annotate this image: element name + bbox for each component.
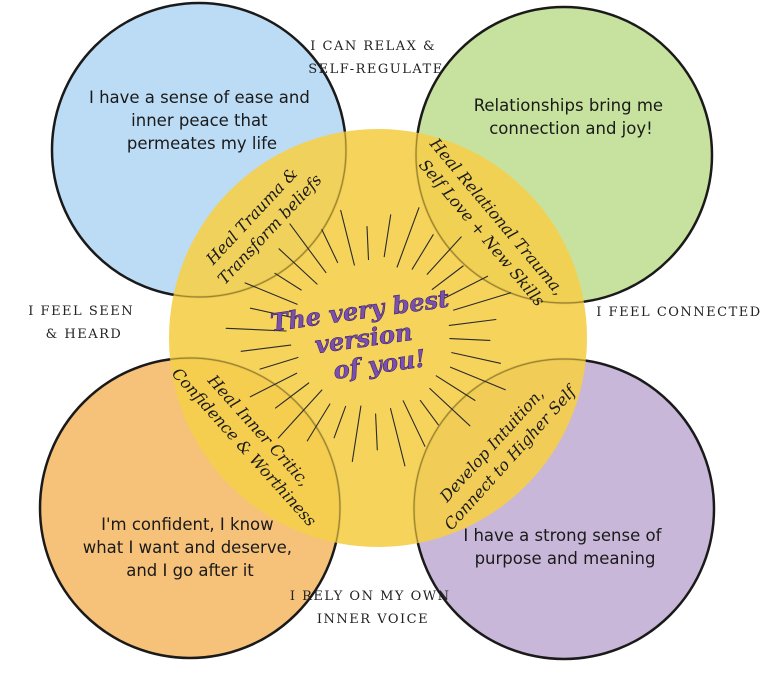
sunburst-ray: [451, 352, 501, 364]
sunburst-ray: [375, 413, 378, 451]
sunburst-ray: [289, 223, 327, 274]
sunburst-ray: [321, 229, 339, 264]
circle-text-top-left: I have a sense of ease and inner peace t…: [89, 88, 315, 153]
sunburst-ray: [389, 407, 406, 467]
overlap-outline-top-left: [169, 129, 347, 298]
sunburst-ray: [402, 400, 426, 447]
sunburst-ray: [259, 356, 299, 370]
sunburst-ray: [448, 318, 497, 326]
circle-text-top-right: Relationships bring me connection and jo…: [474, 96, 669, 138]
outer-label-top: I CAN RELAX & SELF-REGULATE: [308, 39, 443, 77]
sunburst-ray: [278, 248, 318, 285]
sunburst-ray: [419, 399, 439, 426]
circle-center: [169, 129, 587, 547]
sunburst-ray: [396, 207, 420, 268]
sunburst-ray: [244, 282, 298, 305]
sunburst-ray: [449, 338, 491, 341]
sunburst-ray: [274, 382, 310, 409]
sunburst-ray: [306, 403, 331, 442]
sunburst-ray: [453, 292, 512, 311]
sunburst-ray: [435, 375, 476, 401]
sunburst-ray: [274, 272, 302, 291]
sunburst-ray: [383, 214, 392, 258]
sunburst-ray: [443, 275, 489, 300]
overlap-outline-bottom-right: [413, 358, 587, 547]
sunburst-ray: [366, 225, 370, 261]
sunburst-ray: [340, 209, 355, 266]
sunburst-ray: [431, 265, 464, 290]
sunburst-ray: [333, 405, 347, 439]
sunburst-ray: [429, 387, 471, 427]
sunburst-ray: [351, 405, 362, 463]
sunburst-ray: [426, 236, 462, 275]
sunburst-ray: [240, 344, 292, 352]
outer-label-bottom: I RELY ON MY OWN INNER VOICE: [290, 589, 456, 627]
overlap-outlines: [169, 129, 587, 547]
circle-text-bottom-left: I'm confident, I know what I want and de…: [83, 515, 298, 580]
outer-label-right: I FEEL CONNECTED: [596, 305, 761, 320]
sunburst-rays: [225, 207, 512, 467]
sunburst-ray: [277, 389, 323, 439]
sunburst-ray: [449, 366, 506, 391]
circle-text-bottom-right: I have a strong sense of purpose and mea…: [463, 526, 666, 568]
outer-label-left: I FEEL SEEN & HEARD: [28, 304, 139, 342]
overlap-outline-bottom-left: [169, 357, 341, 547]
sunburst-ray: [225, 327, 287, 332]
sunburst-ray: [249, 372, 298, 398]
sunburst-ray: [411, 234, 434, 270]
sunburst-ray: [249, 307, 297, 319]
overlap-outline-top-right: [415, 129, 587, 304]
